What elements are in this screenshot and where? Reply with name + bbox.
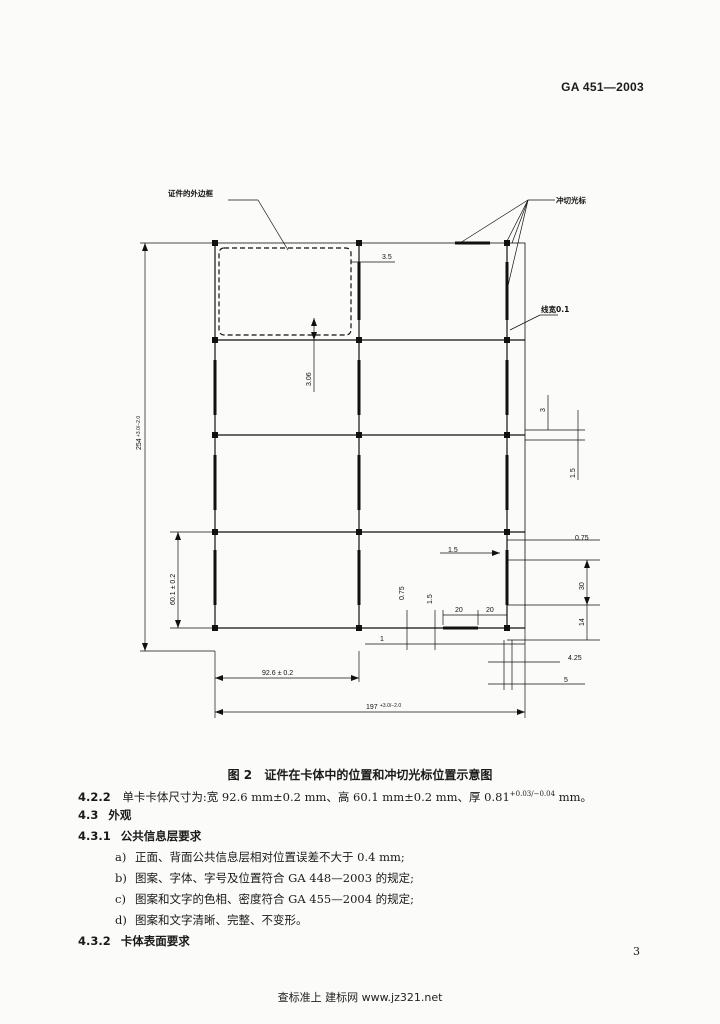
corner-mark	[504, 432, 510, 438]
list-item: a)正面、背面公共信息层相对位置误差不大于 0.4 mm;	[115, 850, 405, 864]
clause-number: 4.3.2	[78, 934, 111, 948]
corner-mark	[356, 432, 362, 438]
figure-number: 图 2	[227, 768, 253, 782]
list-item: b)图案、字体、字号及位置符合 GA 448—2003 的规定;	[115, 871, 415, 885]
corner-mark	[504, 337, 510, 343]
dim-0-75-right: 0.75	[575, 535, 589, 542]
corner-mark	[356, 337, 362, 343]
list-item: d)图案和文字清晰、完整、不变形。	[115, 913, 308, 927]
dim-30: 30	[579, 582, 586, 590]
corner-mark	[504, 240, 510, 246]
dim-92-6: 92.6 ± 0.2	[262, 670, 293, 677]
dim-3-06: 3.06	[306, 372, 313, 386]
dim-5: 5	[564, 677, 568, 684]
corner-mark	[356, 529, 362, 535]
dim-14: 14	[579, 618, 586, 626]
dim-1-5-bottom: 1.5	[427, 594, 434, 604]
dim-1: 1	[380, 636, 384, 643]
clause-number: 4.3.1	[78, 829, 111, 843]
page-number: 3	[633, 945, 640, 958]
dim-0-75-bottom: 0.75	[399, 586, 406, 600]
thickness-tolerance: +0.03/−0.04	[509, 790, 556, 798]
clause-4-3-1: 4.3.1 公共信息层要求	[78, 828, 201, 844]
dim-20-a: 20	[455, 607, 463, 614]
dim-197: 197	[366, 704, 378, 711]
clause-4-2-2: 4.2.2 单卡卡体尺寸为:宽 92.6 mm±0.2 mm、高 60.1 mm…	[78, 786, 592, 805]
clause-4-3-2: 4.3.2 卡体表面要求	[78, 933, 190, 949]
corner-mark	[212, 337, 218, 343]
dim-3-5: 3.5	[382, 254, 392, 261]
dim-254-tolerance: +3.0/−2.0	[136, 416, 142, 437]
line-width-label: 线宽0.1	[541, 304, 569, 314]
figure-title: 证件在卡体中的位置和冲切光标位置示意图	[264, 768, 493, 782]
clause-title: 卡体表面要求	[120, 934, 190, 948]
corner-mark	[504, 625, 510, 631]
dim-197-tolerance: +3.0/−2.0	[380, 703, 401, 709]
clause-number: 4.2.2	[78, 789, 111, 804]
list-item: c)图案和文字的色相、密度符合 GA 455—2004 的规定;	[115, 892, 415, 906]
page-footer: 查标准上 建标网 www.jz321.net	[277, 991, 443, 1004]
certificate-outer-frame	[218, 247, 352, 336]
dim-20-b: 20	[486, 607, 494, 614]
figure-caption: 图 2 证件在卡体中的位置和冲切光标位置示意图	[0, 766, 720, 783]
dim-1-5-right: 1.5	[570, 468, 577, 478]
dim-4-25: 4.25	[568, 655, 582, 662]
clause-unit: mm。	[555, 789, 593, 804]
corner-mark	[212, 432, 218, 438]
standard-code: GA 451—2003	[561, 80, 644, 94]
corner-mark	[356, 240, 362, 246]
clause-text: 单卡卡体尺寸为:宽 92.6 mm±0.2 mm、高 60.1 mm±0.2 m…	[122, 789, 510, 804]
dim-3: 3	[540, 408, 547, 412]
clause-number: 4.3	[78, 808, 99, 822]
punch-mark-label: 冲切光标	[556, 195, 586, 205]
corner-mark	[504, 529, 510, 535]
corner-mark	[356, 625, 362, 631]
dim-1-5-left: 1.5	[448, 547, 458, 554]
clause-title: 公共信息层要求	[120, 829, 202, 843]
clause-4-3: 4.3 外观	[78, 807, 131, 823]
card-layout-diagram: 证件的外边框 冲切光标 线宽0.1 3.5 3.06 254 +3.0/−2.0…	[136, 188, 600, 718]
dim-60-1: 60.1 ± 0.2	[170, 574, 177, 605]
clause-title: 外观	[108, 808, 132, 822]
outer-frame-label: 证件的外边框	[168, 188, 213, 198]
dim-254: 254	[136, 438, 143, 450]
